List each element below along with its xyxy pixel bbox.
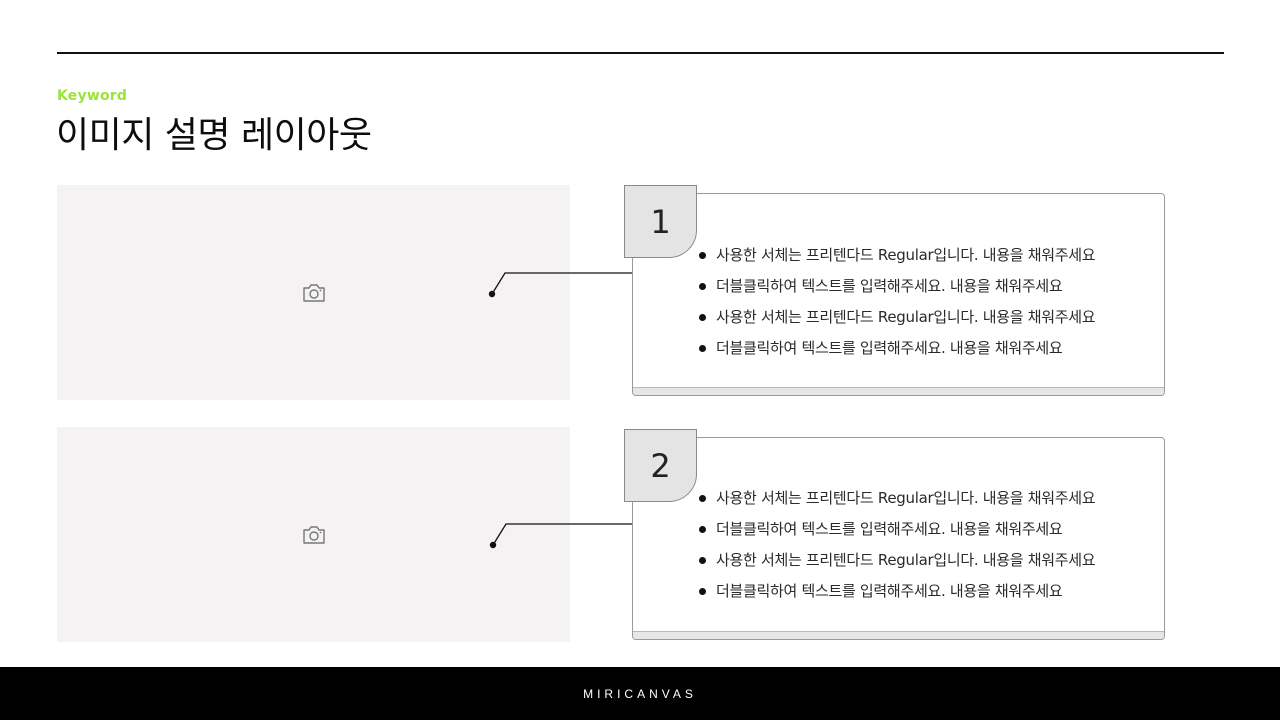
list-item: 사용한 서체는 프리텐다드 Regular입니다. 내용을 채워주세요 <box>698 487 1096 518</box>
card-bottom-strip <box>633 631 1164 639</box>
bullet-dot-icon <box>699 557 706 564</box>
bullet-dot-icon <box>699 526 706 533</box>
list-item: 더블클릭하여 텍스트를 입력해주세요. 내용을 채워주세요 <box>698 337 1095 368</box>
bullet-list-2: 사용한 서체는 프리텐다드 Regular입니다. 내용을 채워주세요 더블클릭… <box>698 487 1096 611</box>
description-card-1 <box>632 193 1165 396</box>
section-number-1: 1 <box>624 185 697 258</box>
list-item: 사용한 서체는 프리텐다드 Regular입니다. 내용을 채워주세요 <box>698 244 1096 275</box>
description-card-2 <box>632 437 1165 640</box>
bullet-dot-icon <box>699 588 706 595</box>
keyword-label: Keyword <box>57 88 128 104</box>
brand-logo-text: MIRICANVAS <box>583 686 697 701</box>
list-item: 더블클릭하여 텍스트를 입력해주세요. 내용을 채워주세요 <box>698 580 1095 611</box>
bullet-list-1: 사용한 서체는 프리텐다드 Regular입니다. 내용을 채워주세요 더블클릭… <box>698 244 1096 368</box>
footer-bar: MIRICANVAS <box>0 667 1280 720</box>
top-divider <box>57 52 1224 54</box>
bullet-dot-icon <box>699 495 706 502</box>
section-number-2: 2 <box>624 429 697 502</box>
camera-icon <box>302 525 325 544</box>
bullet-dot-icon <box>699 314 706 321</box>
list-item: 더블클릭하여 텍스트를 입력해주세요. 내용을 채워주세요 <box>698 518 1095 549</box>
image-placeholder-2[interactable] <box>57 427 570 642</box>
list-item: 더블클릭하여 텍스트를 입력해주세요. 내용을 채워주세요 <box>698 275 1095 306</box>
page-title: 이미지 설명 레이아웃 <box>56 115 372 156</box>
bullet-dot-icon <box>699 252 706 259</box>
list-item: 사용한 서체는 프리텐다드 Regular입니다. 내용을 채워주세요 <box>698 549 1096 580</box>
connector-line-2 <box>489 523 633 549</box>
bullet-dot-icon <box>699 345 706 352</box>
bullet-dot-icon <box>699 283 706 290</box>
connector-line-1 <box>488 272 632 298</box>
image-placeholder-1[interactable] <box>57 185 570 400</box>
camera-icon <box>302 283 325 302</box>
card-bottom-strip <box>633 387 1164 395</box>
list-item: 사용한 서체는 프리텐다드 Regular입니다. 내용을 채워주세요 <box>698 306 1096 337</box>
